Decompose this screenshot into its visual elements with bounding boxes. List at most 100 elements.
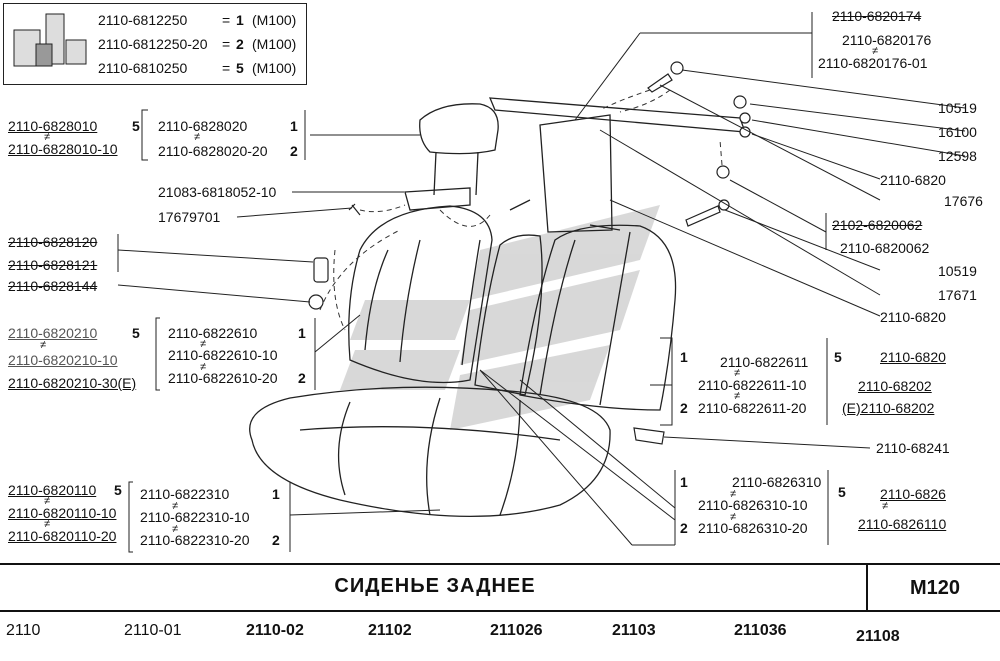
side-part-2[interactable]: 16100 bbox=[938, 124, 977, 140]
back-part-alt2[interactable]: 2110-6822610-20 bbox=[168, 370, 278, 386]
cushion-part-alt2[interactable]: 2110-6822310-20 bbox=[140, 532, 250, 548]
legend-ref-3: (M100) bbox=[252, 60, 297, 76]
not-equal-icon: ≠ bbox=[734, 390, 741, 402]
side-part-6[interactable]: 2102-6820062 bbox=[832, 217, 923, 233]
back-r-cover-part-e[interactable]: (E)2110-68202 bbox=[842, 400, 935, 416]
not-equal-icon: ≠ bbox=[730, 511, 737, 523]
not-equal-icon: ≠ bbox=[172, 523, 179, 535]
cushion-r-part-alt2[interactable]: 2110-6826310-20 bbox=[698, 520, 808, 536]
cushion-cover-part-alt2[interactable]: 2110-6820110-20 bbox=[8, 528, 117, 544]
side-part-5[interactable]: 17676 bbox=[944, 193, 983, 209]
back-part-alt[interactable]: 2110-6822610-10 bbox=[168, 347, 278, 363]
headrest-cover-qty: 5 bbox=[132, 118, 140, 134]
top-part-1[interactable]: 2110-6820174 bbox=[832, 8, 922, 24]
seat-back-left bbox=[348, 205, 493, 384]
guide-part-2[interactable]: 2110-6828121 bbox=[8, 257, 98, 273]
back-r-part-alt2[interactable]: 2110-6822611-20 bbox=[698, 400, 807, 416]
model-21103[interactable]: 21103 bbox=[612, 622, 656, 639]
back-qty-2: 2 bbox=[298, 370, 306, 386]
small-parts bbox=[308, 61, 751, 445]
legend-part-1: 2110-6812250 bbox=[98, 12, 188, 28]
cushion-r-part-alt[interactable]: 2110-6826310-10 bbox=[698, 497, 808, 513]
assembly-lines bbox=[319, 89, 723, 331]
side-part-9[interactable]: 17671 bbox=[938, 287, 977, 303]
cushion-qty-1: 1 bbox=[272, 486, 280, 502]
not-equal-icon: ≠ bbox=[172, 500, 179, 512]
back-r-part-alt[interactable]: 2110-6822611-10 bbox=[698, 377, 807, 393]
headrest-cover-part-alt[interactable]: 2110-6828010-10 bbox=[8, 141, 118, 157]
model-2110-02[interactable]: 2110-02 bbox=[246, 622, 304, 639]
screw-part[interactable]: 17679701 bbox=[158, 209, 221, 225]
code-cell: M120 bbox=[866, 565, 1000, 610]
trim-part[interactable]: 21083-6818052-10 bbox=[158, 184, 277, 200]
side-part-10[interactable]: 2110-6820 bbox=[880, 309, 946, 325]
model-211026[interactable]: 211026 bbox=[490, 622, 543, 639]
legend-qty-2: 2 bbox=[236, 36, 244, 52]
headrest-part[interactable]: 2110-6828020 bbox=[158, 118, 248, 134]
cushion-r-part[interactable]: 2110-6826310 bbox=[732, 474, 822, 490]
repair-kit-image bbox=[13, 13, 87, 67]
cushion-cover-qty: 5 bbox=[114, 482, 122, 498]
top-part-3[interactable]: 2110-6820176-01 bbox=[818, 55, 928, 71]
not-equal-icon: ≠ bbox=[734, 367, 741, 379]
not-equal-icon: ≠ bbox=[40, 339, 47, 351]
side-part-1[interactable]: 10519 bbox=[938, 100, 977, 116]
not-equal-icon: ≠ bbox=[44, 518, 51, 530]
section-code: M120 bbox=[909, 577, 961, 599]
side-part-3[interactable]: 12598 bbox=[938, 148, 977, 164]
legend-ref-1: (M100) bbox=[252, 12, 297, 28]
back-r-cover-part-alt[interactable]: 2110-68202 bbox=[858, 378, 932, 394]
cushion-part[interactable]: 2110-6822310 bbox=[140, 486, 230, 502]
legend-box bbox=[3, 3, 307, 85]
guide-part-1[interactable]: 2110-6828120 bbox=[8, 234, 98, 250]
back-r-cover-part[interactable]: 2110-6820 bbox=[880, 349, 946, 365]
not-equal-icon: ≠ bbox=[194, 131, 201, 143]
back-r-qty-5: 5 bbox=[834, 349, 842, 365]
seat-back-right bbox=[519, 224, 677, 411]
cushion-qty-2: 2 bbox=[272, 532, 280, 548]
model-211036[interactable]: 211036 bbox=[734, 622, 787, 639]
not-equal-icon: ≠ bbox=[882, 500, 889, 512]
model-2110[interactable]: 2110 bbox=[6, 622, 41, 639]
legend-qty-1: 1 bbox=[236, 12, 244, 28]
side-part-7[interactable]: 2110-6820062 bbox=[840, 240, 930, 256]
headrest-cover-part[interactable]: 2110-6828010 bbox=[8, 118, 98, 134]
side-part-4[interactable]: 2110-6820 bbox=[880, 172, 946, 188]
legend-ref-2: (M100) bbox=[252, 36, 297, 52]
model-list: 2110 2110-01 2110-02 21102 211026 21103 … bbox=[0, 622, 1000, 652]
cushion-part-alt[interactable]: 2110-6822310-10 bbox=[140, 509, 250, 525]
not-equal-icon: ≠ bbox=[200, 338, 207, 350]
legend-part-3: 2110-6810250 bbox=[98, 60, 188, 76]
headrest-part-alt[interactable]: 2110-6828020-20 bbox=[158, 143, 268, 159]
back-r-part[interactable]: 2110-6822611 bbox=[720, 354, 809, 370]
legend-equals-1: = bbox=[222, 12, 231, 28]
back-cover-part-e[interactable]: 2110-6820210-30(E) bbox=[8, 375, 137, 391]
back-qty-1: 1 bbox=[298, 325, 306, 341]
cushion-r-cover-part-alt[interactable]: 2110-6826110 bbox=[858, 516, 947, 532]
cushion-r-cover-part[interactable]: 2110-6826 bbox=[880, 486, 946, 502]
headrest-qty-2: 2 bbox=[290, 143, 298, 159]
model-2110-01[interactable]: 2110-01 bbox=[124, 622, 182, 639]
headrest-drawing bbox=[404, 103, 499, 211]
back-cover-part-alt[interactable]: 2110-6820210-10 bbox=[8, 352, 118, 368]
not-equal-icon: ≠ bbox=[200, 361, 207, 373]
side-part-8[interactable]: 10519 bbox=[938, 263, 977, 279]
model-21102[interactable]: 21102 bbox=[368, 622, 412, 639]
guide-part-3[interactable]: 2110-6828144 bbox=[8, 278, 98, 294]
title-bar: СИДЕНЬЕ ЗАДНЕЕ M120 bbox=[0, 563, 1000, 612]
back-cover-part[interactable]: 2110-6820210 bbox=[8, 325, 98, 341]
top-part-2[interactable]: 2110-6820176 bbox=[842, 32, 932, 48]
cushion-cover-part-alt[interactable]: 2110-6820110-10 bbox=[8, 505, 117, 521]
not-equal-icon: ≠ bbox=[44, 495, 51, 507]
cushion-r-qty-5: 5 bbox=[838, 484, 846, 500]
cushion-cover-part[interactable]: 2110-6820110 bbox=[8, 482, 97, 498]
back-r-qty-2: 2 bbox=[680, 400, 688, 416]
clip-part[interactable]: 2110-68241 bbox=[876, 440, 950, 456]
not-equal-icon: ≠ bbox=[44, 131, 51, 143]
back-part[interactable]: 2110-6822610 bbox=[168, 325, 258, 341]
legend-equals-3: = bbox=[222, 60, 231, 76]
watermark-logo bbox=[340, 205, 660, 430]
model-21108[interactable]: 21108 bbox=[856, 628, 900, 645]
back-r-qty-1: 1 bbox=[680, 349, 688, 365]
